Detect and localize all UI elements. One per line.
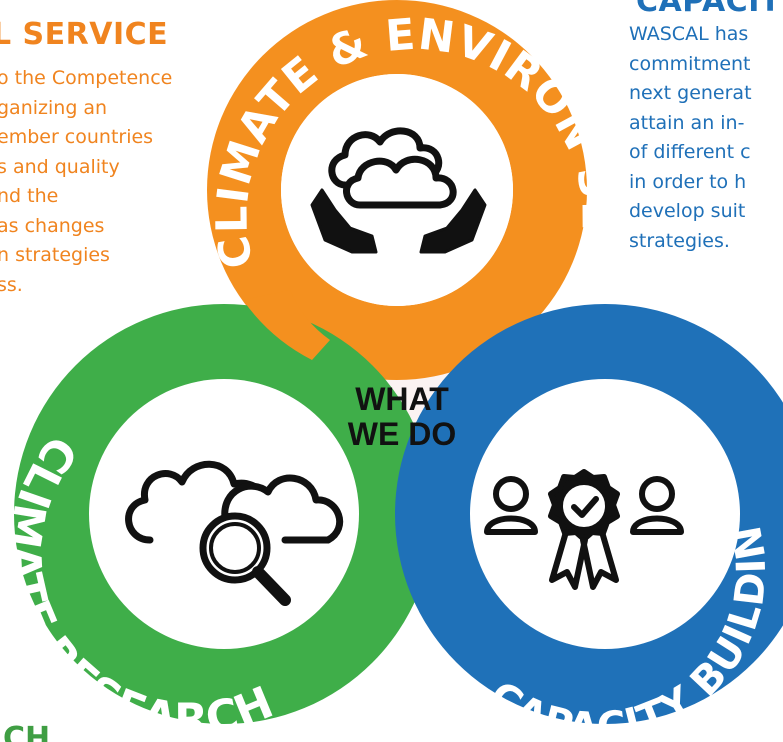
right-section-heading: CAPACITY: [636, 0, 783, 19]
left-text-line: ganizing an: [0, 96, 108, 119]
cloud-magnifier-icon: [125, 460, 344, 606]
left-text-line: ember countries: [0, 126, 154, 148]
right-text-line: develop suit: [629, 200, 746, 222]
right-section-text: WASCAL has commitment next generat attai…: [629, 20, 752, 256]
right-text-line: in order to h: [629, 170, 747, 193]
climate-environ-service-ring-overlap: [243, 290, 330, 360]
left-text-line: s and quality: [0, 155, 120, 178]
left-text-line: o the Competence: [0, 67, 173, 89]
right-text-line: next generat: [629, 82, 752, 104]
center-label-line-1: WHAT: [355, 381, 449, 417]
right-text-line: WASCAL has: [629, 23, 749, 45]
center-label-line-2: WE DO: [348, 416, 456, 452]
award-people-icon: [484, 469, 684, 590]
right-text-line: of different c: [629, 141, 751, 163]
bottom-section-heading-clip: CH: [0, 724, 80, 742]
left-section-heading: L SERVICE: [0, 17, 169, 52]
right-text-line: attain an in-: [629, 111, 745, 134]
right-text-line: strategies.: [629, 229, 730, 252]
bottom-section-heading: CH: [3, 724, 51, 742]
left-text-line: n strategies: [0, 244, 110, 266]
left-text-line: ss.: [0, 273, 23, 296]
left-section-text: o the Competence ganizing an ember count…: [0, 64, 172, 300]
left-text-line: as changes: [0, 214, 105, 237]
cloud-hands-icon: [310, 127, 487, 254]
left-text-line: nd the: [0, 185, 59, 207]
right-text-line: commitment: [629, 52, 751, 75]
